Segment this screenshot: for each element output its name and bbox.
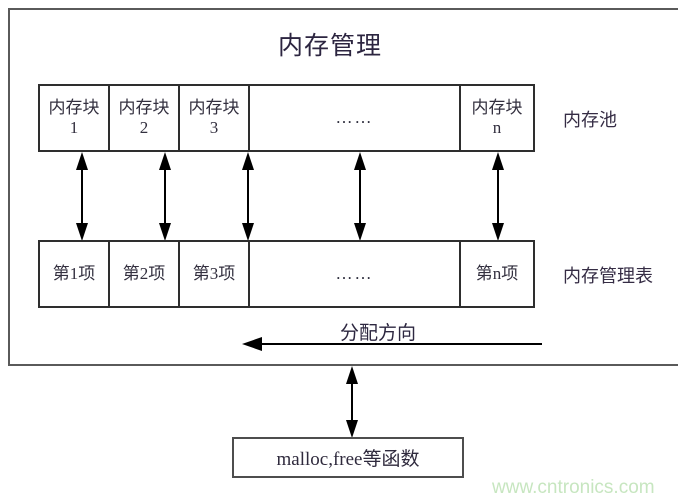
memory-table-entry-cell: 第n项	[461, 242, 533, 306]
pool-table-link-arrow-2	[159, 152, 171, 241]
memory-block-cell: 内存块 1	[40, 86, 110, 150]
function-box: malloc,free等函数	[232, 437, 464, 478]
memory-block-index: 3	[209, 118, 219, 137]
memory-table-entry-cell: 第3项	[180, 242, 250, 306]
pool-table-link-arrow-4	[354, 152, 366, 241]
memory-pool-row: 内存块 1 内存块 2 内存块 3 …… 内存块 n	[38, 84, 535, 152]
ellipsis-icon: ……	[335, 107, 374, 127]
memory-table-entry-label: 第2项	[122, 263, 166, 283]
pool-table-link-arrow-5	[492, 152, 504, 241]
memory-table-entry-cell: 第1项	[40, 242, 110, 306]
memory-block-ellipsis-cell: ……	[250, 86, 461, 150]
memory-block-cell: 内存块 3	[180, 86, 250, 150]
memory-table-entry-label: 第1项	[52, 263, 96, 283]
memory-block-index: n	[492, 118, 502, 137]
memory-table-label: 内存管理表	[563, 266, 653, 286]
memory-block-cell: 内存块 2	[110, 86, 180, 150]
memory-table-entry-label: 第n项	[475, 263, 519, 283]
memory-table-ellipsis-cell: ……	[250, 242, 461, 306]
memory-block-index: 2	[139, 118, 149, 137]
function-box-label: malloc,free等函数	[276, 449, 420, 470]
memory-block-label: 内存块	[471, 97, 523, 117]
pool-table-link-arrow-3	[242, 152, 254, 241]
pool-table-link-arrow-1	[76, 152, 88, 241]
memory-block-cell: 内存块 n	[461, 86, 533, 150]
memory-block-label: 内存块	[48, 97, 100, 117]
allocation-direction-label: 分配方向	[340, 323, 417, 344]
container-function-link-arrow	[346, 366, 358, 438]
memory-table-entry-cell: 第2项	[110, 242, 180, 306]
memory-block-label: 内存块	[118, 97, 170, 117]
memory-table-row: 第1项 第2项 第3项 …… 第n项	[38, 240, 535, 308]
watermark: www.cntronics.com	[492, 477, 655, 498]
allocation-direction-arrow	[242, 337, 542, 351]
memory-block-index: 1	[69, 118, 79, 137]
memory-block-label: 内存块	[188, 97, 240, 117]
memory-management-container: 内存管理 内存块 1 内存块 2 内存块 3 …… 内存块 n 内存池	[8, 8, 678, 366]
memory-pool-label: 内存池	[563, 110, 617, 130]
ellipsis-icon: ……	[335, 263, 374, 283]
page-title: 内存管理	[277, 33, 382, 60]
memory-table-entry-label: 第3项	[192, 263, 236, 283]
